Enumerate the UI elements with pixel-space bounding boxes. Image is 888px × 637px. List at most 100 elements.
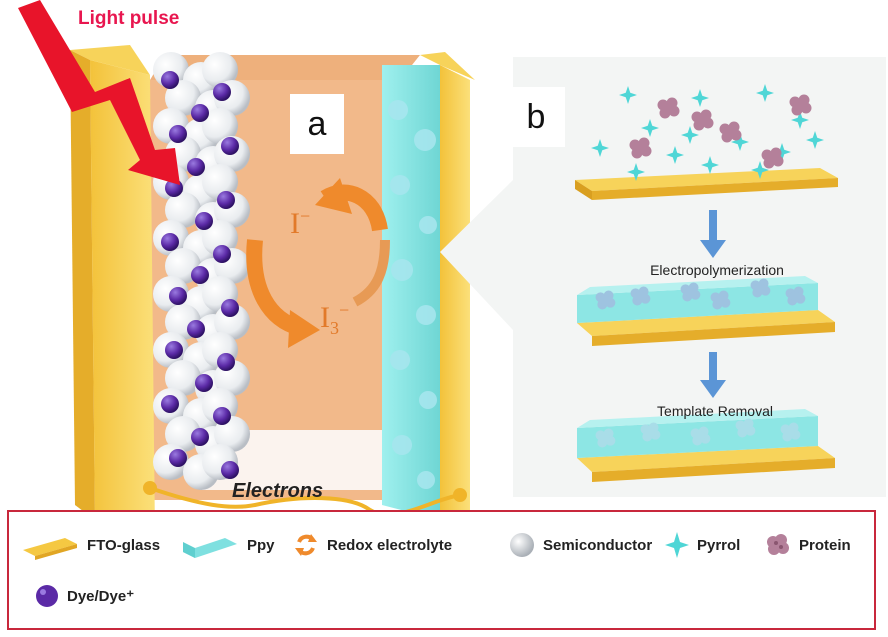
protein-particle — [630, 286, 651, 306]
protein-particle — [595, 290, 616, 310]
pyrrol-particle — [666, 146, 684, 164]
dye-particle — [195, 212, 213, 230]
protein-particle — [640, 422, 661, 442]
step-template-removal: Template Removal — [657, 403, 773, 419]
iodide-charge: − — [300, 206, 311, 226]
protein-particle — [691, 109, 714, 131]
protein-particle — [761, 147, 784, 169]
dye-particle — [161, 395, 179, 413]
pyrrol-particle — [751, 161, 769, 179]
dye-particle — [213, 245, 231, 263]
protein-particle — [690, 426, 711, 446]
pyrrol-particle — [701, 156, 719, 174]
electrons-label: Electrons — [232, 480, 324, 502]
dye-particle — [221, 137, 239, 155]
step1-plate-top — [575, 168, 838, 191]
legend-pyrrol-label: Pyrrol — [697, 536, 741, 554]
semiconductor-particle — [165, 360, 201, 396]
pyrrol-particle — [619, 86, 637, 104]
legend-protein-label: Protein — [799, 536, 851, 554]
legend-fto-label: FTO-glass — [87, 536, 161, 554]
step-electropolymerization: Electropolymerization — [650, 262, 784, 278]
triiodide-label: I3− — [320, 300, 349, 339]
dye-particle — [221, 461, 239, 479]
step2-plate-gold — [577, 310, 835, 336]
triiodide-subscript: 3 — [330, 318, 339, 338]
dye-particle — [165, 341, 183, 359]
semiconductor-particle — [202, 52, 238, 88]
ppy-swatch-icon — [183, 538, 237, 558]
semiconductor-particle — [165, 416, 201, 452]
fto-left-top — [70, 45, 150, 75]
dye-particle — [169, 287, 187, 305]
wire-node-right — [453, 488, 467, 502]
dye-particle — [191, 428, 209, 446]
dye-sphere-icon — [36, 585, 58, 607]
panel-b-letter: b — [526, 97, 546, 136]
panel-a-letter: a — [307, 104, 327, 143]
step3-plate-gold — [577, 446, 835, 472]
redox-arrowhead-lower — [288, 310, 320, 348]
legend-dye: Dye/Dye⁺ — [33, 582, 134, 610]
zoom-wedge — [440, 180, 513, 330]
pyrrol-star-icon — [665, 532, 689, 558]
legend-fto: FTO-glass — [19, 530, 160, 560]
dye-particle — [221, 299, 239, 317]
pyrrol-particle — [806, 131, 824, 149]
semiconductor-particle — [165, 192, 201, 228]
iodide-label: I− — [290, 206, 310, 241]
cell-diagram — [18, 0, 886, 510]
fto-right-top — [420, 52, 475, 80]
pyrrol-particle — [591, 139, 609, 157]
pyrrol-particle — [756, 84, 774, 102]
iodide-symbol: I — [290, 207, 300, 240]
dye-particle — [191, 266, 209, 284]
step2-plate-gold-front — [592, 322, 835, 346]
semiconductor-particle — [202, 220, 238, 256]
panel-a-label: a — [290, 94, 344, 154]
dye-particle — [187, 158, 205, 176]
pyrrol-particle — [731, 133, 749, 151]
ppy-texture — [388, 100, 437, 489]
wire-node-left — [143, 481, 157, 495]
pyrrol-particle — [627, 163, 645, 181]
electron-wire — [149, 486, 461, 510]
step3-plate-gold-front — [592, 458, 835, 482]
protein-particle — [750, 278, 771, 298]
protein-particle — [719, 121, 742, 143]
redox-arrowhead-upper — [315, 178, 352, 214]
down-arrow-1 — [700, 210, 726, 258]
protein-particle — [710, 290, 731, 310]
dye-particle — [161, 233, 179, 251]
semiconductor-particle — [165, 80, 201, 116]
dye-particle — [217, 191, 235, 209]
legend-semiconductor-label: Semiconductor — [543, 536, 653, 554]
down-arrow-2 — [700, 352, 726, 398]
fto-left-side — [70, 50, 95, 510]
dye-particle — [191, 104, 209, 122]
dye-particle — [169, 449, 187, 467]
dye-particle — [161, 71, 179, 89]
dye-particle — [217, 353, 235, 371]
panel-b-label: b — [507, 87, 565, 147]
legend-redox-label: Redox electrolyte — [327, 536, 453, 554]
dye-particle — [213, 83, 231, 101]
pyrrol-particle — [641, 119, 659, 137]
step3-ppy-top-face — [577, 409, 818, 428]
legend-ppy: Ppy — [179, 530, 275, 560]
legend: FTO-glass Ppy Redox electrolyte Semicond… — [7, 510, 876, 630]
semiconductor-stack — [153, 52, 250, 490]
protein-particle — [680, 282, 701, 302]
light-pulse-arrow — [18, 0, 180, 185]
legend-protein: Protein — [763, 530, 851, 560]
legend-semiconductor: Semiconductor — [507, 530, 652, 560]
semiconductor-particle — [202, 164, 238, 200]
dye-particle — [195, 374, 213, 392]
legend-ppy-label: Ppy — [247, 536, 275, 554]
dye-particle — [169, 125, 187, 143]
protein-particle — [785, 286, 806, 306]
protein-particle — [735, 418, 756, 438]
semiconductor-sphere-icon — [510, 533, 534, 557]
triiodide-charge: − — [339, 300, 350, 320]
dye-particle — [213, 407, 231, 425]
